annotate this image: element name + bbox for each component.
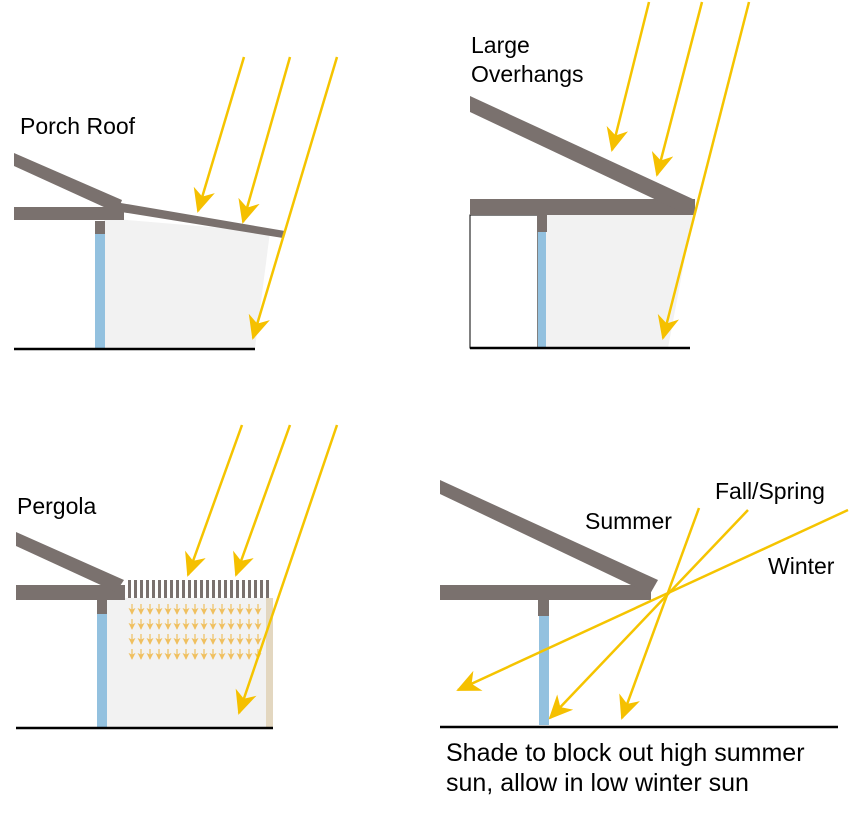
sun-ray (235, 424, 339, 715)
pergola-slat (236, 580, 239, 598)
panel-label-large-overhangs-line1: Large (471, 32, 530, 58)
pergola-slat (206, 580, 209, 598)
pergola-slat (164, 580, 167, 598)
indoor-room (469, 214, 539, 349)
wall-post (538, 600, 549, 616)
pergola-slat (230, 580, 233, 598)
pergola-post (266, 598, 273, 728)
pergola-slat (218, 580, 221, 598)
main-roof (14, 153, 122, 213)
filtered-light-arrows (128, 604, 262, 660)
panel-pergola: Pergola (16, 424, 339, 730)
sun-ray (193, 56, 246, 213)
shaded-area (104, 218, 270, 348)
window-glass (538, 232, 546, 348)
pergola-slat (140, 580, 143, 598)
pergola-slat (176, 580, 179, 598)
pergola-slat (224, 580, 227, 598)
pergola-slat (200, 580, 203, 598)
panel-label-porch-roof: Porch Roof (20, 113, 136, 139)
pergola-slat (158, 580, 161, 598)
panel-sun-angles: Summer Fall/Spring Winter Shade to block… (440, 478, 849, 797)
pergola-slat (260, 580, 263, 598)
window-glass (539, 615, 549, 725)
panel-label-pergola: Pergola (17, 493, 96, 519)
wall-post (97, 600, 107, 614)
window-glass (97, 614, 107, 728)
panel-label-large-overhangs-line2: Overhangs (471, 61, 584, 87)
caption-line2: sun, allow in low winter sun (446, 769, 749, 797)
panel-large-overhangs: Large Overhangs (469, 1, 751, 350)
sun-ray (248, 56, 339, 340)
sun-ray-summer (619, 507, 701, 720)
porch-roof (115, 202, 285, 238)
ceiling-beam (16, 585, 125, 600)
sun-ray (657, 1, 751, 340)
panel-porch-roof: Porch Roof (14, 56, 339, 351)
ceiling-beam (470, 199, 695, 215)
sun-ray-winter (456, 508, 849, 692)
pergola-slats (128, 580, 269, 598)
sun-ray (606, 1, 651, 152)
pergola-slat (152, 580, 155, 598)
main-roof (440, 480, 658, 594)
sun-ray (651, 1, 704, 177)
wall-post (537, 215, 547, 232)
pergola-slat (242, 580, 245, 598)
pergola-slat (212, 580, 215, 598)
pergola-slat (266, 580, 269, 598)
pergola-slat (134, 580, 137, 598)
pergola-slat (182, 580, 185, 598)
label-fall-spring: Fall/Spring (715, 478, 825, 504)
sun-ray (185, 424, 244, 577)
ceiling-beam (14, 207, 124, 220)
wall-post (95, 221, 105, 234)
pergola-slat (254, 580, 257, 598)
shaded-area (546, 215, 693, 348)
shaded-area (105, 598, 271, 728)
caption-line1: Shade to block out high summer (446, 739, 805, 767)
sun-ray (233, 424, 292, 577)
window-glass (95, 232, 105, 349)
sun-ray (238, 56, 292, 224)
label-summer: Summer (585, 508, 672, 534)
main-roof (16, 532, 124, 592)
pergola-slat (146, 580, 149, 598)
sun-ray-fall-spring (548, 509, 749, 720)
label-winter: Winter (768, 553, 835, 579)
ceiling-beam (440, 585, 651, 600)
pergola-slat (248, 580, 251, 598)
pergola-slat (194, 580, 197, 598)
overhang-roof (470, 96, 695, 214)
pergola-slat (170, 580, 173, 598)
pergola-slat (128, 580, 131, 598)
pergola-slat (188, 580, 191, 598)
